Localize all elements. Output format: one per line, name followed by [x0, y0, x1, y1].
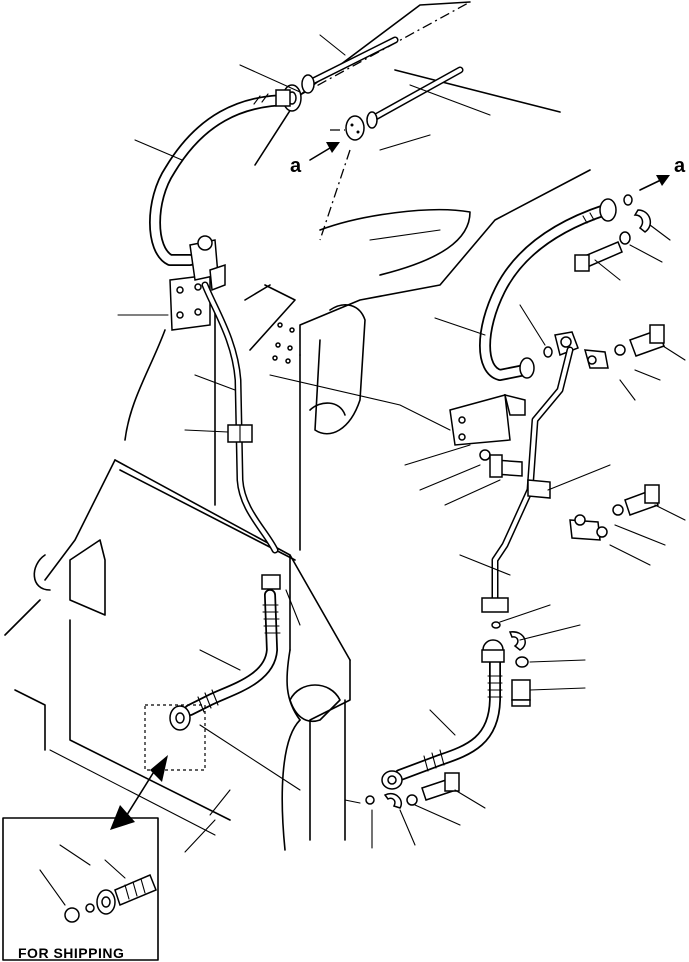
lower-right-hose: [365, 621, 531, 809]
right-hose-assembly: [479, 194, 665, 613]
shipping-inset: FOR SHIPPING: [2, 817, 159, 961]
leader-lines: [117, 34, 686, 853]
machine-body-outline: [124, 1, 591, 551]
view-a-arrows: [309, 142, 670, 191]
upper-left-hose: [149, 93, 296, 266]
front-panel: [4, 459, 351, 851]
lower-left-hose: [144, 574, 281, 771]
inset-caption: FOR SHIPPING: [18, 945, 124, 961]
middle-bracket: [449, 393, 526, 478]
view-a-label-left: a: [290, 155, 302, 177]
view-a-label-right: a: [674, 155, 686, 177]
upper-fitting-group: [275, 36, 464, 141]
left-bracket-and-pipe: [169, 235, 279, 554]
